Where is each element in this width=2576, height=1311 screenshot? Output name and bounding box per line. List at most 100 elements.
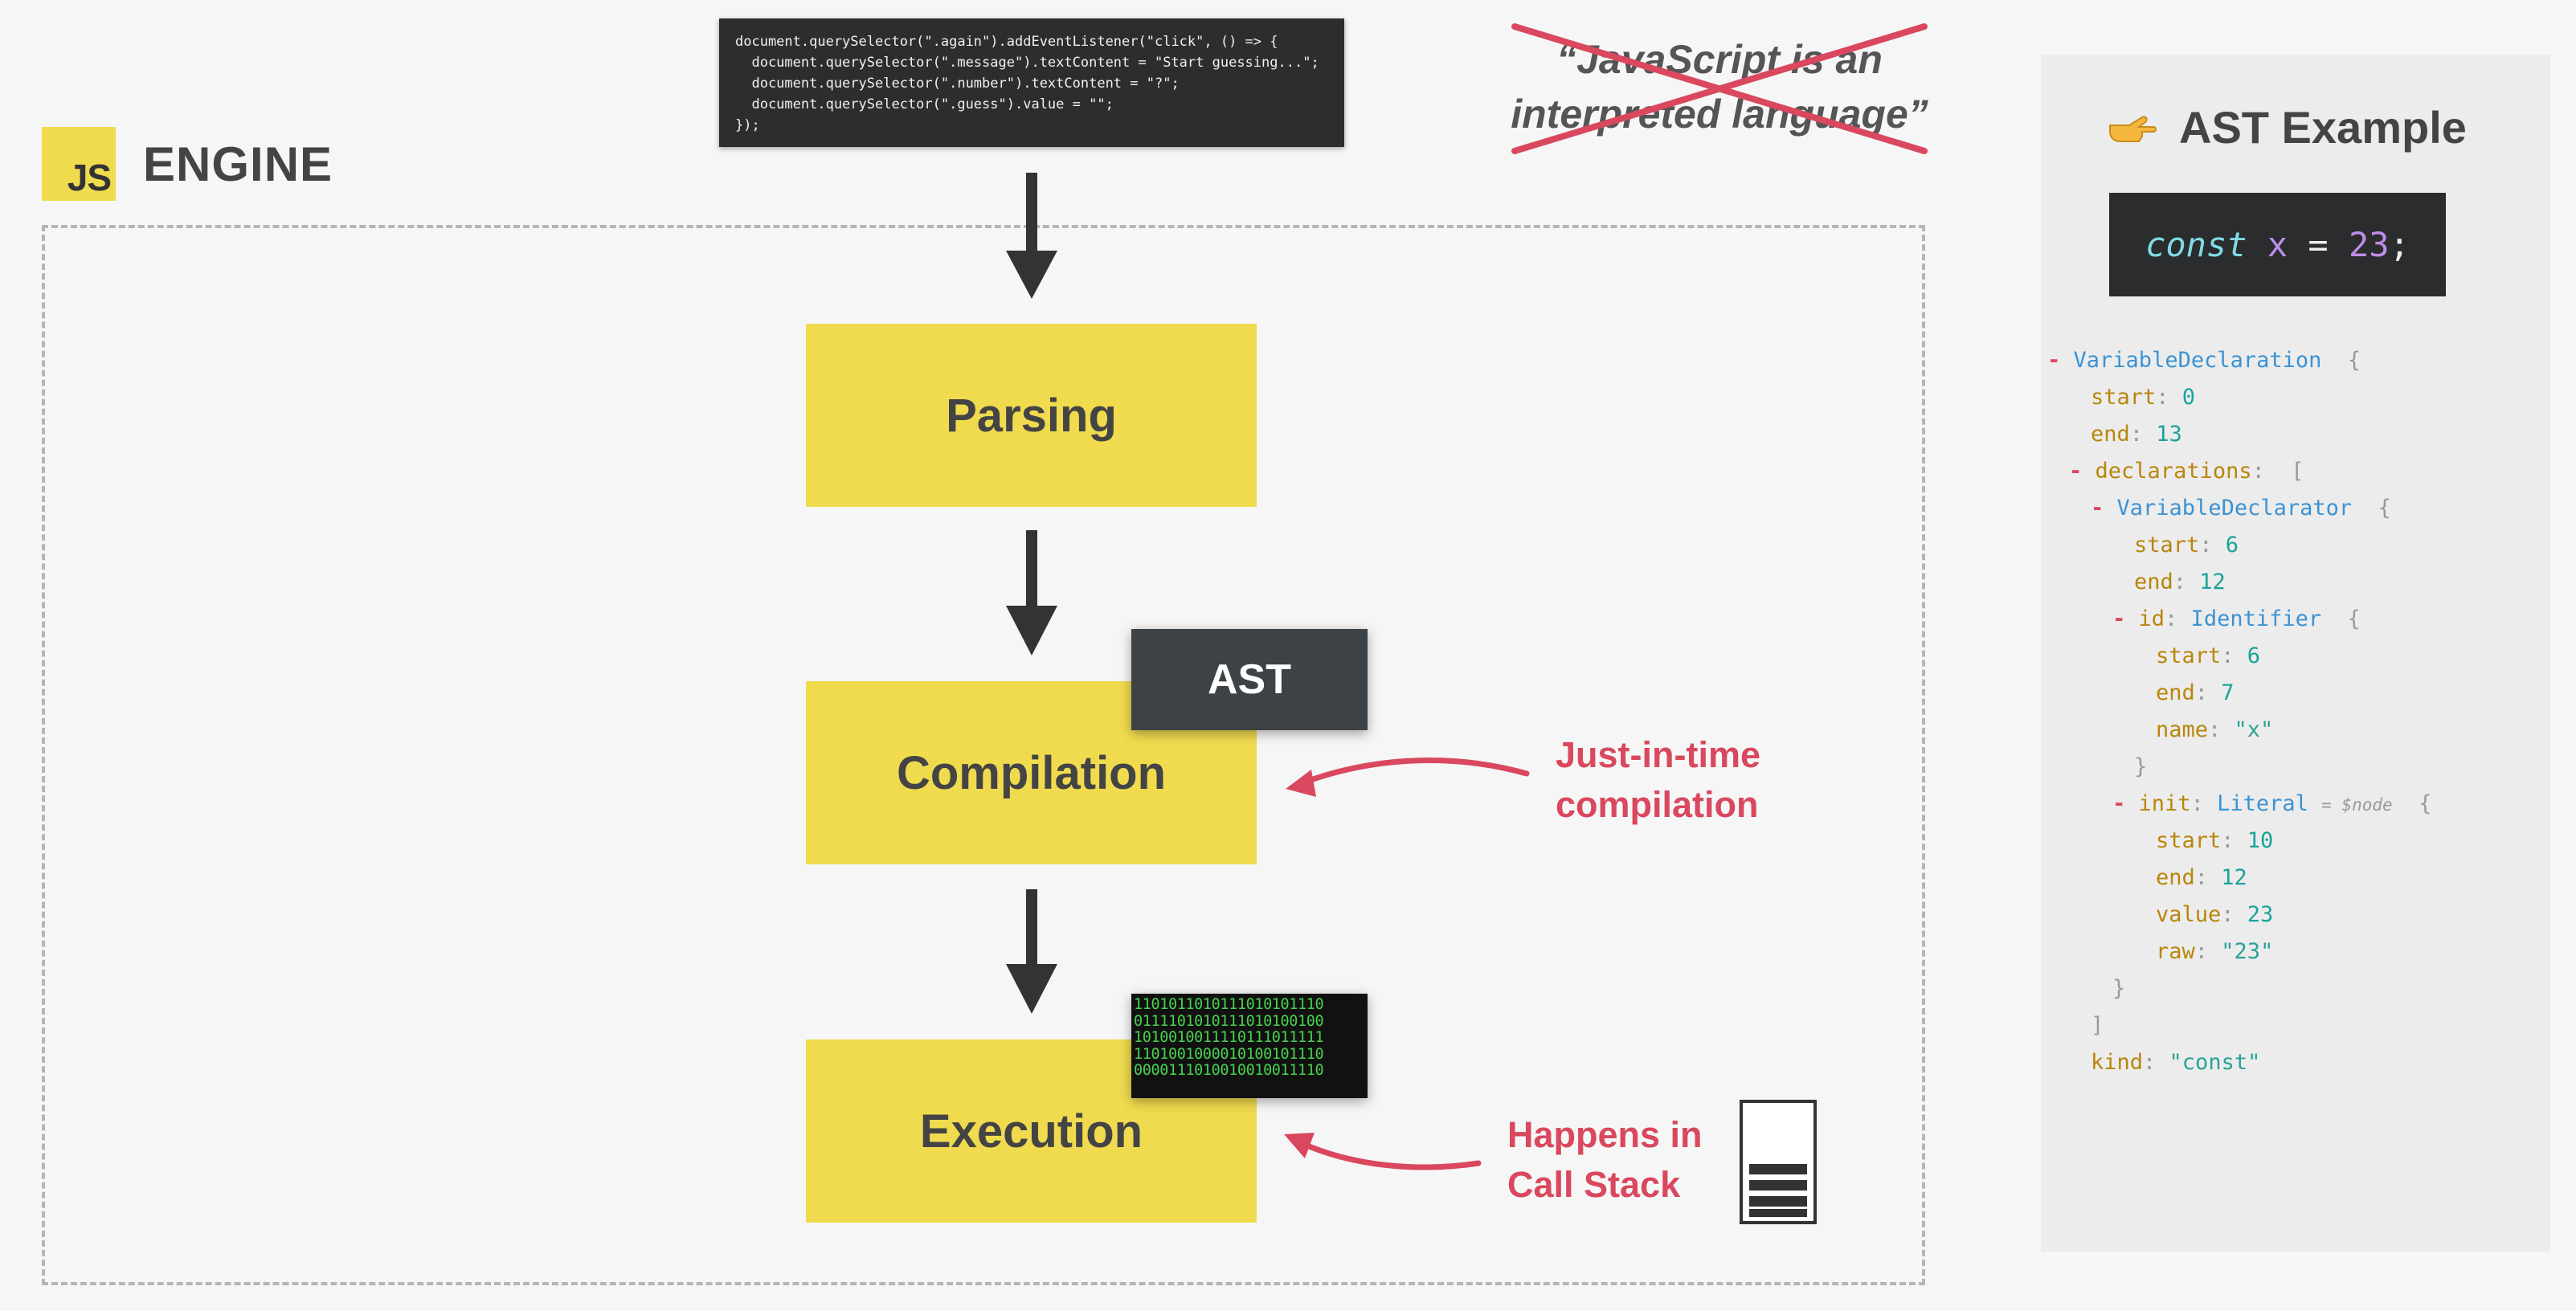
ast-tree-line: - id: Identifier { <box>2112 606 2361 631</box>
ast-open-brace: { <box>2347 606 2361 631</box>
code-semicolon: ; <box>2389 225 2410 264</box>
arrow-code-to-parsing-head <box>1006 251 1057 299</box>
ast-number-value: 0 <box>2181 385 2196 410</box>
ast-badge: AST <box>1131 629 1368 730</box>
ast-number-value: 6 <box>2225 533 2239 557</box>
code-operator: = <box>2308 225 2329 264</box>
ast-tree-line: - init: Literal = $node { <box>2112 791 2432 816</box>
quote-line1: “JavaScript is an <box>1556 37 1883 82</box>
ast-node-type: VariableDeclaration <box>2073 348 2322 373</box>
ast-collapse-dash: - <box>2069 459 2083 484</box>
code-line: document.querySelector(".guess").value =… <box>735 96 1114 112</box>
ast-tree-line: end: 7 <box>2156 680 2235 705</box>
code-line: }); <box>735 117 760 133</box>
ast-key: start <box>2091 385 2157 410</box>
ast-key: kind <box>2091 1050 2144 1075</box>
code-line: document.querySelector(".message").textC… <box>735 55 1319 71</box>
cross-out-icon <box>1511 23 1928 154</box>
ast-tree-line: start: 6 <box>2156 643 2261 668</box>
code-identifier: x <box>2267 225 2288 264</box>
ast-tree-line: } <box>2047 749 2431 786</box>
call-stack-icon <box>1740 1100 1817 1224</box>
ast-collapse-dash: - <box>2112 791 2126 816</box>
code-line: document.querySelector(".number").textCo… <box>735 76 1180 92</box>
ast-string-value: "23" <box>2221 939 2274 964</box>
ast-key: value <box>2156 902 2222 927</box>
jit-annotation-line1: Just-in-time <box>1556 734 1761 775</box>
ast-key: declarations <box>2095 459 2252 484</box>
ast-tree-line: start: 0 <box>2091 385 2196 410</box>
ast-tree-line: end: 12 <box>2134 570 2226 594</box>
ast-close-brace: } <box>2134 754 2148 779</box>
ast-string-value: "const" <box>2169 1050 2261 1075</box>
ast-tree-line: ] <box>2047 1007 2431 1044</box>
callstack-annotation: Happens in Call Stack <box>1507 1110 1703 1210</box>
ast-number-value: 6 <box>2247 643 2261 668</box>
pointing-hand-icon <box>2109 116 2157 142</box>
ast-collapse-dash: - <box>2112 606 2126 631</box>
ast-number-value: 10 <box>2247 828 2274 853</box>
ast-number-value: 7 <box>2221 680 2235 705</box>
code-snippet: document.querySelector(".again").addEven… <box>719 18 1344 147</box>
call-stack-bar <box>1749 1164 1807 1174</box>
ast-number-value: 23 <box>2247 902 2274 927</box>
ast-tree-line: end: 12 <box>2156 865 2247 890</box>
jit-arrow <box>1298 758 1530 786</box>
ast-collapse-dash: - <box>2047 348 2061 373</box>
machine-code-line: 0111101010111010100100 <box>1134 1012 1324 1030</box>
ast-meta: = $node <box>2321 795 2393 815</box>
ast-key: name <box>2156 717 2209 742</box>
machine-code-line: 1101011010111010101110 <box>1134 996 1324 1013</box>
ast-open-brace: [ <box>2291 459 2304 484</box>
ast-tree-line: - declarations: [ <box>2069 459 2304 484</box>
ast-node-type: Literal <box>2217 791 2308 816</box>
machine-code-line: 1101001000010100101110 <box>1134 1045 1324 1063</box>
jit-arrow-head <box>1286 770 1316 797</box>
machine-code-line: 1010010011110111011111 <box>1134 1029 1324 1046</box>
callstack-annotation-line2: Call Stack <box>1507 1164 1681 1205</box>
ast-tree-line: start: 6 <box>2134 533 2239 557</box>
ast-key: end <box>2134 570 2173 594</box>
callstack-annotation-line1: Happens in <box>1507 1114 1703 1155</box>
ast-string-value: "x" <box>2234 717 2274 742</box>
jit-annotation-line2: compilation <box>1556 784 1759 825</box>
arrow-compilation-to-execution-head <box>1006 964 1057 1014</box>
js-logo: JS <box>42 127 116 201</box>
ast-key: start <box>2156 643 2222 668</box>
code-keyword: const <box>2145 225 2247 264</box>
call-stack-bar <box>1749 1196 1807 1207</box>
ast-key: end <box>2091 422 2130 447</box>
stage-parsing: Parsing <box>806 324 1257 507</box>
ast-open-brace: { <box>2378 496 2391 521</box>
ast-key: id <box>2138 606 2165 631</box>
ast-key: end <box>2156 865 2195 890</box>
ast-key: raw <box>2156 939 2195 964</box>
ast-open-brace: { <box>2419 791 2432 816</box>
ast-key: start <box>2156 828 2222 853</box>
code-number: 23 <box>2349 225 2390 264</box>
callstack-arrow-head <box>1284 1133 1315 1158</box>
ast-tree-line: value: 23 <box>2156 902 2274 927</box>
ast-tree-line: kind: "const" <box>2091 1050 2261 1075</box>
ast-key: init <box>2138 791 2191 816</box>
callstack-arrow <box>1298 1140 1482 1170</box>
ast-tree-line: end: 13 <box>2091 422 2182 447</box>
ast-tree-line: } <box>2047 970 2431 1007</box>
ast-number-value: 12 <box>2221 865 2247 890</box>
arrow-parsing-to-compilation-head <box>1006 606 1057 656</box>
ast-node-type: Identifier <box>2190 606 2322 631</box>
call-stack-bar <box>1749 1180 1807 1191</box>
ast-tree-line: start: 10 <box>2156 828 2274 853</box>
ast-tree: - VariableDeclaration { start: 0 end: 13 - … <box>2047 342 2431 1081</box>
ast-tree-line: raw: "23" <box>2156 939 2274 964</box>
ast-panel-title: AST Example <box>2179 102 2467 153</box>
jit-annotation: Just-in-time compilation <box>1556 730 1760 830</box>
ast-number-value: 12 <box>2199 570 2226 594</box>
ast-node-type: VariableDeclarator <box>2116 496 2353 521</box>
ast-tree-line: - VariableDeclarator { <box>2047 490 2431 527</box>
call-stack-bar <box>1749 1209 1807 1217</box>
ast-key: end <box>2156 680 2195 705</box>
ast-open-brace: { <box>2347 348 2361 373</box>
